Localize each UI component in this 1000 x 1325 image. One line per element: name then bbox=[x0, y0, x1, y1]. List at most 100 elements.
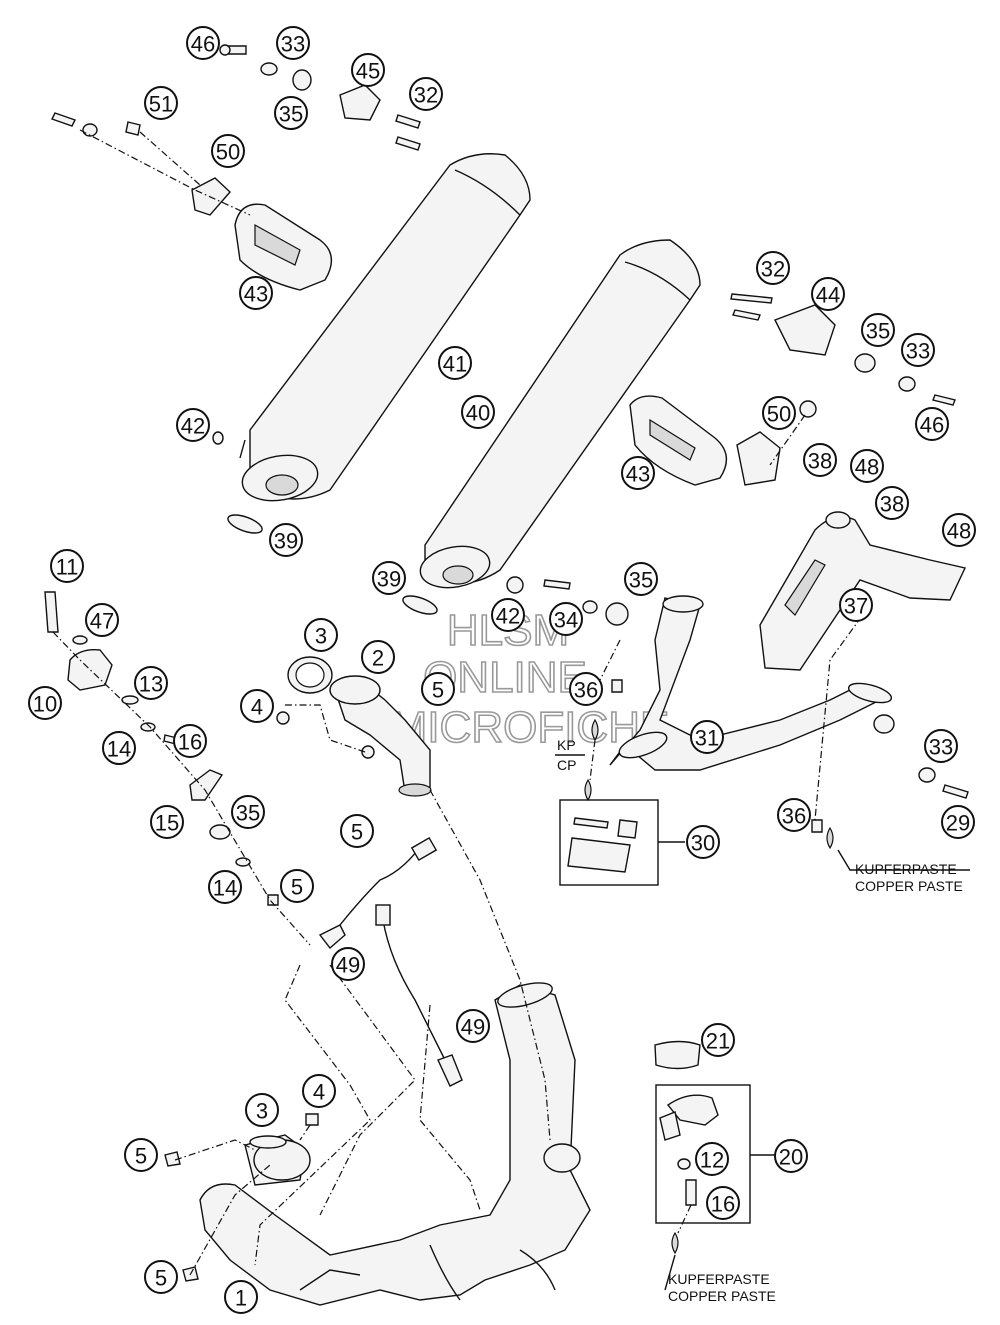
callout-circle bbox=[224, 1280, 258, 1314]
callout-number: 50 bbox=[216, 140, 240, 165]
callout-number: 42 bbox=[181, 414, 205, 439]
callout-number: 5 bbox=[155, 1266, 167, 1291]
callout-circle bbox=[777, 798, 811, 832]
callout-41: 41 bbox=[438, 346, 472, 380]
callout-number: 43 bbox=[626, 462, 650, 487]
callout-circle bbox=[756, 251, 790, 285]
callout-48: 48 bbox=[850, 449, 884, 483]
callout-number: 35 bbox=[629, 568, 653, 593]
callout-circle bbox=[274, 96, 308, 130]
callout-number: 33 bbox=[281, 32, 305, 57]
callout-circle bbox=[239, 276, 273, 310]
callout-circle bbox=[421, 672, 455, 706]
callout-12: 12 bbox=[695, 1142, 729, 1176]
callout-circle bbox=[924, 729, 958, 763]
callout-circle bbox=[231, 795, 265, 829]
callout-circle bbox=[186, 26, 220, 60]
callout-31: 31 bbox=[690, 720, 724, 754]
callout-33: 33 bbox=[924, 729, 958, 763]
callout-circle bbox=[302, 1074, 336, 1108]
callout-32: 32 bbox=[756, 251, 790, 285]
callout-circle bbox=[456, 1009, 490, 1043]
callout-34: 34 bbox=[549, 602, 583, 636]
callout-circle bbox=[50, 549, 84, 583]
callout-number: 3 bbox=[256, 1099, 268, 1124]
callout-3: 3 bbox=[245, 1093, 279, 1127]
hardware-left bbox=[44, 591, 279, 906]
callout-50: 50 bbox=[211, 134, 245, 168]
callout-number: 41 bbox=[443, 352, 467, 377]
hardware-bottom bbox=[164, 1113, 319, 1282]
callout-5: 5 bbox=[144, 1260, 178, 1294]
notes: KP CP KUPFERPASTE COPPER PASTE KUPFERPAS… bbox=[557, 737, 963, 1304]
heat-shield-right bbox=[759, 511, 967, 671]
callout-circle bbox=[245, 1093, 279, 1127]
callout-42: 42 bbox=[491, 598, 525, 632]
callout-number: 5 bbox=[432, 678, 444, 703]
callout-35: 35 bbox=[231, 795, 265, 829]
callout-32: 32 bbox=[409, 77, 443, 111]
callout-39: 39 bbox=[372, 561, 406, 595]
bracket-right bbox=[629, 395, 817, 486]
callout-44: 44 bbox=[811, 277, 845, 311]
callout-circle bbox=[304, 618, 338, 652]
callout-number: 35 bbox=[236, 801, 260, 826]
callout-number: 46 bbox=[191, 32, 215, 57]
callout-number: 2 bbox=[372, 646, 384, 671]
callout-circle bbox=[839, 588, 873, 622]
callout-circle bbox=[331, 947, 365, 981]
callout-circle bbox=[803, 443, 837, 477]
callout-number: 1 bbox=[235, 1286, 247, 1311]
callout-14: 14 bbox=[208, 870, 242, 904]
callout-number: 14 bbox=[213, 876, 237, 901]
hardware-right-top bbox=[730, 293, 956, 406]
kit-box-20 bbox=[654, 1040, 751, 1255]
callout-number: 21 bbox=[706, 1029, 730, 1054]
callout-14: 14 bbox=[102, 731, 136, 765]
callout-circle bbox=[706, 1186, 740, 1220]
callout-circle bbox=[701, 1023, 735, 1057]
callout-circle bbox=[276, 26, 310, 60]
callout-10: 10 bbox=[28, 686, 62, 720]
callout-46: 46 bbox=[186, 26, 220, 60]
callout-2: 2 bbox=[361, 640, 395, 674]
callout-36: 36 bbox=[777, 798, 811, 832]
callout-number: 16 bbox=[178, 730, 202, 755]
callout-circle bbox=[240, 689, 274, 723]
callout-circle bbox=[150, 805, 184, 839]
callout-number: 34 bbox=[554, 608, 578, 633]
callout-number: 35 bbox=[866, 319, 890, 344]
hardware-top bbox=[51, 44, 421, 151]
callout-circle bbox=[176, 408, 210, 442]
callout-35: 35 bbox=[624, 562, 658, 596]
muffler-lower bbox=[419, 239, 701, 589]
callout-number: 5 bbox=[135, 1144, 147, 1169]
callout-number: 29 bbox=[946, 811, 970, 836]
callout-circle bbox=[774, 1139, 808, 1173]
callout-number: 33 bbox=[906, 339, 930, 364]
callout-5: 5 bbox=[340, 814, 374, 848]
callout-number: 37 bbox=[844, 594, 868, 619]
callout-number: 49 bbox=[461, 1015, 485, 1040]
callout-number: 40 bbox=[466, 401, 490, 426]
callout-circle bbox=[28, 686, 62, 720]
callout-circle bbox=[686, 825, 720, 859]
callout-5: 5 bbox=[280, 869, 314, 903]
callout-number: 39 bbox=[377, 567, 401, 592]
callout-number: 4 bbox=[313, 1080, 325, 1105]
callout-number: 48 bbox=[947, 519, 971, 544]
callout-number: 31 bbox=[695, 726, 719, 751]
callout-number: 36 bbox=[782, 804, 806, 829]
callout-11: 11 bbox=[50, 549, 84, 583]
callout-45: 45 bbox=[351, 53, 385, 87]
kupferpaste-label-right: KUPFERPASTE bbox=[855, 861, 957, 877]
callout-50: 50 bbox=[762, 396, 796, 430]
callout-circle bbox=[624, 562, 658, 596]
callout-35: 35 bbox=[274, 96, 308, 130]
callout-number: 42 bbox=[496, 604, 520, 629]
callout-number: 32 bbox=[414, 83, 438, 108]
callout-circle bbox=[208, 870, 242, 904]
callout-number: 12 bbox=[700, 1148, 724, 1173]
